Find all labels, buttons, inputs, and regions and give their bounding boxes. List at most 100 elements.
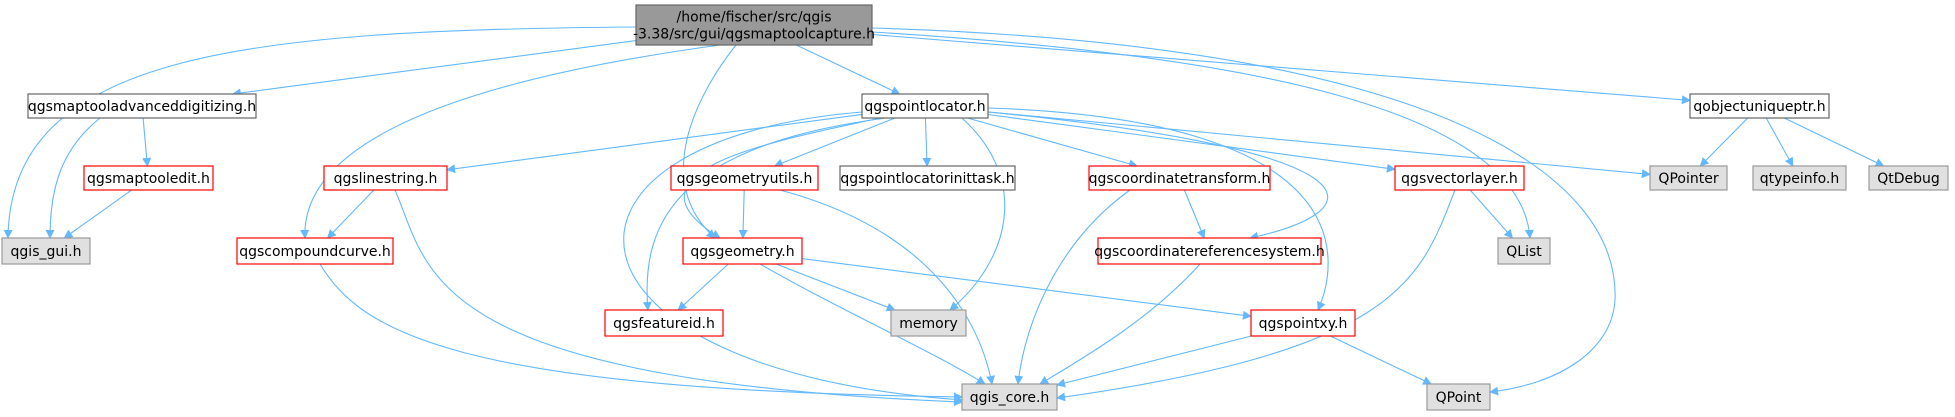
edge-qobjectuniqueptr-to-qtdebug xyxy=(1784,117,1885,167)
node-box xyxy=(83,165,214,191)
edge-qgspointlocator-to-qgspointxy xyxy=(987,107,1329,311)
edge-qgspointlocator-to-qgsfeatureid xyxy=(642,117,887,311)
edge-qobjectuniqueptr-to-qpointer xyxy=(1699,117,1749,167)
node-label: qgsmaptooledit.h xyxy=(87,171,210,187)
node-label: /home/fischer/src/qgis xyxy=(676,10,831,26)
node-label: qgspointxy.h xyxy=(1259,316,1348,332)
node-label: qgscoordinatetransform.h xyxy=(1089,171,1271,187)
edge-qgsgeometry-to-qgspointxy xyxy=(801,258,1252,320)
node-qgspointlocator[interactable]: qgspointlocator.h xyxy=(861,93,989,119)
node-qgsmaptooledit[interactable]: qgsmaptooledit.h xyxy=(83,165,214,191)
edge-qgspointxy-to-qgis_core xyxy=(1056,335,1252,388)
node-box xyxy=(236,237,394,265)
node-qgscoordinatereferencesystem[interactable]: qgscoordinatereferencesystem.h xyxy=(1094,237,1325,265)
node-box xyxy=(1689,93,1830,119)
node-qgspointlocatorinittask[interactable]: qgspointlocatorinittask.h xyxy=(839,165,1016,191)
node-box xyxy=(839,165,1016,191)
node-memory[interactable]: memory xyxy=(890,309,967,337)
node-root[interactable]: /home/fischer/src/qgis-3.38/src/gui/qgsm… xyxy=(633,4,875,46)
edge-root-to-qgis_gui xyxy=(3,26,637,239)
edges-layer xyxy=(3,26,1885,407)
node-box xyxy=(670,165,819,191)
node-label: qgis_core.h xyxy=(970,390,1050,406)
edge-qgspointlocator-to-memory xyxy=(949,117,1006,311)
node-label: qgsfeatureid.h xyxy=(613,316,715,332)
node-label: qtypeinfo.h xyxy=(1760,171,1840,187)
edge-root-to-qgspointlocator xyxy=(795,44,901,95)
edge-qgsgeometry-to-memory xyxy=(775,263,896,312)
edge-qobjectuniqueptr-to-qtypeinfo xyxy=(1765,117,1794,167)
node-box xyxy=(1,237,91,265)
node-label: QPointer xyxy=(1658,171,1718,187)
edge-qgsmaptooledit-to-qgis_gui xyxy=(63,189,133,239)
edge-qgspointlocator-to-qgsgeometryutils xyxy=(773,117,896,168)
node-box xyxy=(1088,165,1271,191)
edge-qgspointlocator-to-qgspointlocatorinittask xyxy=(922,117,932,167)
node-box xyxy=(323,165,448,191)
node-qgis_gui[interactable]: qgis_gui.h xyxy=(1,237,91,265)
edge-root-to-qgsgeometry xyxy=(683,44,737,239)
edge-qgscoordinatetransform-to-qgscoordinatereferencesystem xyxy=(1183,189,1206,239)
node-qpoint[interactable]: QPoint xyxy=(1426,383,1491,411)
node-qtypeinfo[interactable]: qtypeinfo.h xyxy=(1752,165,1847,191)
node-label: qgspointlocator.h xyxy=(864,99,985,115)
node-box xyxy=(1497,237,1551,265)
edge-qgspointlocator-to-qgscoordinatetransform xyxy=(967,117,1138,169)
node-qgsmaptooladvanceddigitizing[interactable]: qgsmaptooladvanceddigitizing.h xyxy=(27,93,257,119)
node-box xyxy=(604,309,724,337)
edge-qgscoordinatereferencesystem-to-qgis_core xyxy=(1039,263,1201,385)
edge-root-to-qlist xyxy=(871,31,1534,239)
node-label: qgsmaptooladvanceddigitizing.h xyxy=(28,99,256,115)
node-qgscompoundcurve[interactable]: qgscompoundcurve.h xyxy=(236,237,394,265)
edge-qgspointlocator-to-qgslinestring xyxy=(446,113,863,174)
node-qgsgeometryutils[interactable]: qgsgeometryutils.h xyxy=(670,165,819,191)
node-box xyxy=(1426,383,1491,411)
node-label: qgsvectorlayer.h xyxy=(1401,171,1518,187)
node-qpointer[interactable]: QPointer xyxy=(1649,165,1728,191)
node-qgscoordinatetransform[interactable]: qgscoordinatetransform.h xyxy=(1088,165,1271,191)
node-box xyxy=(1097,237,1322,265)
node-qgsfeatureid[interactable]: qgsfeatureid.h xyxy=(604,309,724,337)
node-box xyxy=(961,383,1058,411)
node-label: qgscoordinatereferencesystem.h xyxy=(1094,244,1325,260)
node-qobjectuniqueptr[interactable]: qobjectuniqueptr.h xyxy=(1689,93,1830,119)
node-label: QPoint xyxy=(1436,390,1482,406)
node-box xyxy=(27,93,257,119)
edge-qgscoordinatetransform-to-qgis_core xyxy=(1014,189,1131,385)
node-label: qgscompoundcurve.h xyxy=(239,244,391,260)
node-qgis_core[interactable]: qgis_core.h xyxy=(961,383,1058,411)
edge-qgsgeometry-to-qgsfeatureid xyxy=(677,263,729,311)
edge-qgslinestring-to-qgis_core xyxy=(394,189,963,407)
node-qtdebug[interactable]: QtDebug xyxy=(1868,165,1949,191)
node-qgsgeometry[interactable]: qgsgeometry.h xyxy=(682,237,803,265)
node-box xyxy=(861,93,989,119)
edge-qgsgeometryutils-to-qgsgeometry xyxy=(738,189,748,239)
node-qgspointxy[interactable]: qgspointxy.h xyxy=(1250,309,1356,337)
edge-qgspointlocator-to-qgis_core xyxy=(623,111,963,404)
node-box xyxy=(635,4,873,46)
node-qlist[interactable]: QList xyxy=(1497,237,1551,265)
node-box xyxy=(1250,309,1356,337)
edge-qgspointlocator-to-qgsgeometry xyxy=(683,117,881,239)
node-label: QList xyxy=(1506,244,1542,260)
node-label: qgsgeometryutils.h xyxy=(677,171,813,187)
node-box xyxy=(1649,165,1728,191)
edge-qgsgeometry-to-qgis_core xyxy=(759,263,986,385)
node-qgslinestring[interactable]: qgslinestring.h xyxy=(323,165,448,191)
edge-qgslinestring-to-qgscompoundcurve xyxy=(326,189,375,239)
edge-qgscompoundcurve-to-qgis_core xyxy=(319,263,963,402)
node-label: qgis_gui.h xyxy=(11,244,82,260)
node-label: qobjectuniqueptr.h xyxy=(1693,99,1825,115)
edge-qgspointlocator-to-qgscoordinatereferencesystem xyxy=(987,111,1329,241)
edge-root-to-qgsmaptooladvanceddigitizing xyxy=(231,40,637,98)
node-box xyxy=(682,237,803,265)
node-label: qgspointlocatorinittask.h xyxy=(840,171,1014,187)
edge-qgsmaptooladvanceddigitizing-to-qgsmaptooledit xyxy=(142,117,152,167)
node-label: -3.38/src/gui/qgsmaptoolcapture.h xyxy=(633,27,875,43)
edge-qgsvectorlayer-to-qlist xyxy=(1469,189,1514,239)
node-label: QtDebug xyxy=(1877,171,1940,187)
edge-root-to-qgscompoundcurve xyxy=(300,44,721,239)
node-qgsvectorlayer[interactable]: qgsvectorlayer.h xyxy=(1394,165,1525,191)
node-box xyxy=(890,309,967,337)
